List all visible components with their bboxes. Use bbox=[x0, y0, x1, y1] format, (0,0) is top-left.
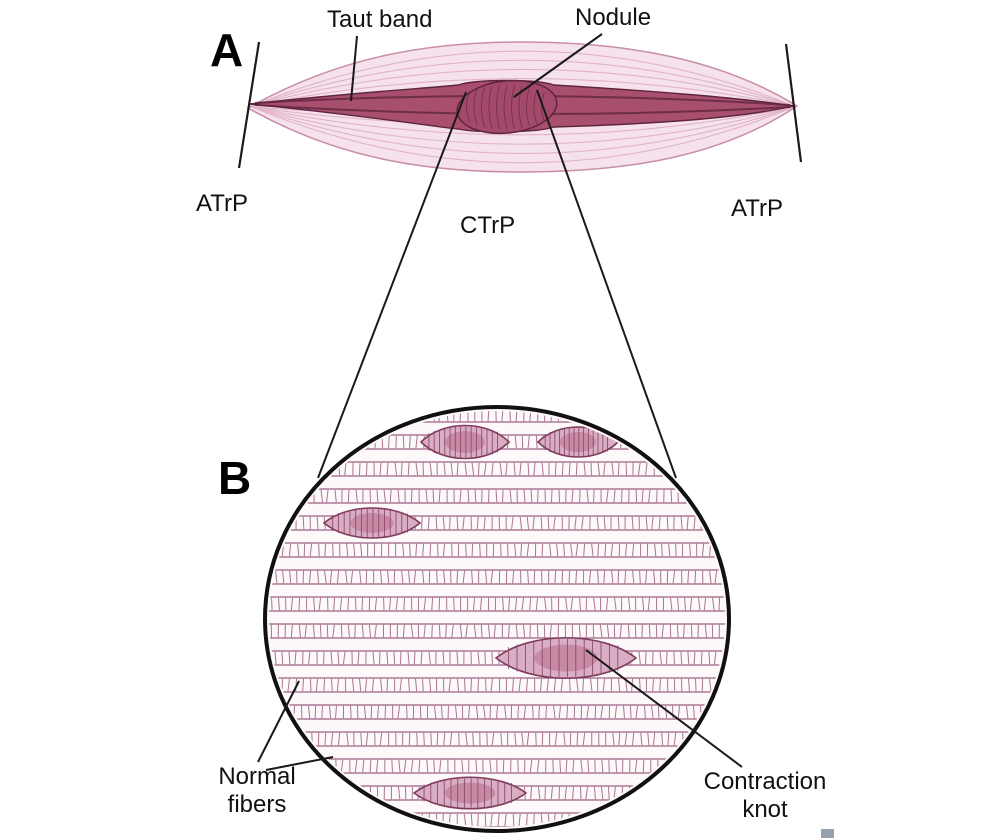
label-pointer-lines bbox=[257, 33, 743, 771]
contraction-knot-label: Contraction knot bbox=[703, 768, 827, 823]
magnification-cone-lines bbox=[317, 89, 677, 479]
taut-band-label: Taut band bbox=[327, 6, 433, 33]
corner-artifact bbox=[821, 829, 834, 838]
panel-a-letter: A bbox=[210, 24, 244, 76]
atrp-right-label: ATrP bbox=[731, 195, 783, 222]
nodule-label: Nodule bbox=[575, 4, 652, 31]
normal-fibers-label: Normal fibers bbox=[218, 763, 296, 818]
ctrp-label: CTrP bbox=[460, 212, 516, 239]
panel-b-magnified-circle bbox=[263, 405, 731, 833]
panel-b-letter: B bbox=[218, 452, 252, 504]
atrp-left-label: ATrP bbox=[196, 190, 248, 217]
panel-a-muscle-illustration bbox=[237, 41, 803, 173]
